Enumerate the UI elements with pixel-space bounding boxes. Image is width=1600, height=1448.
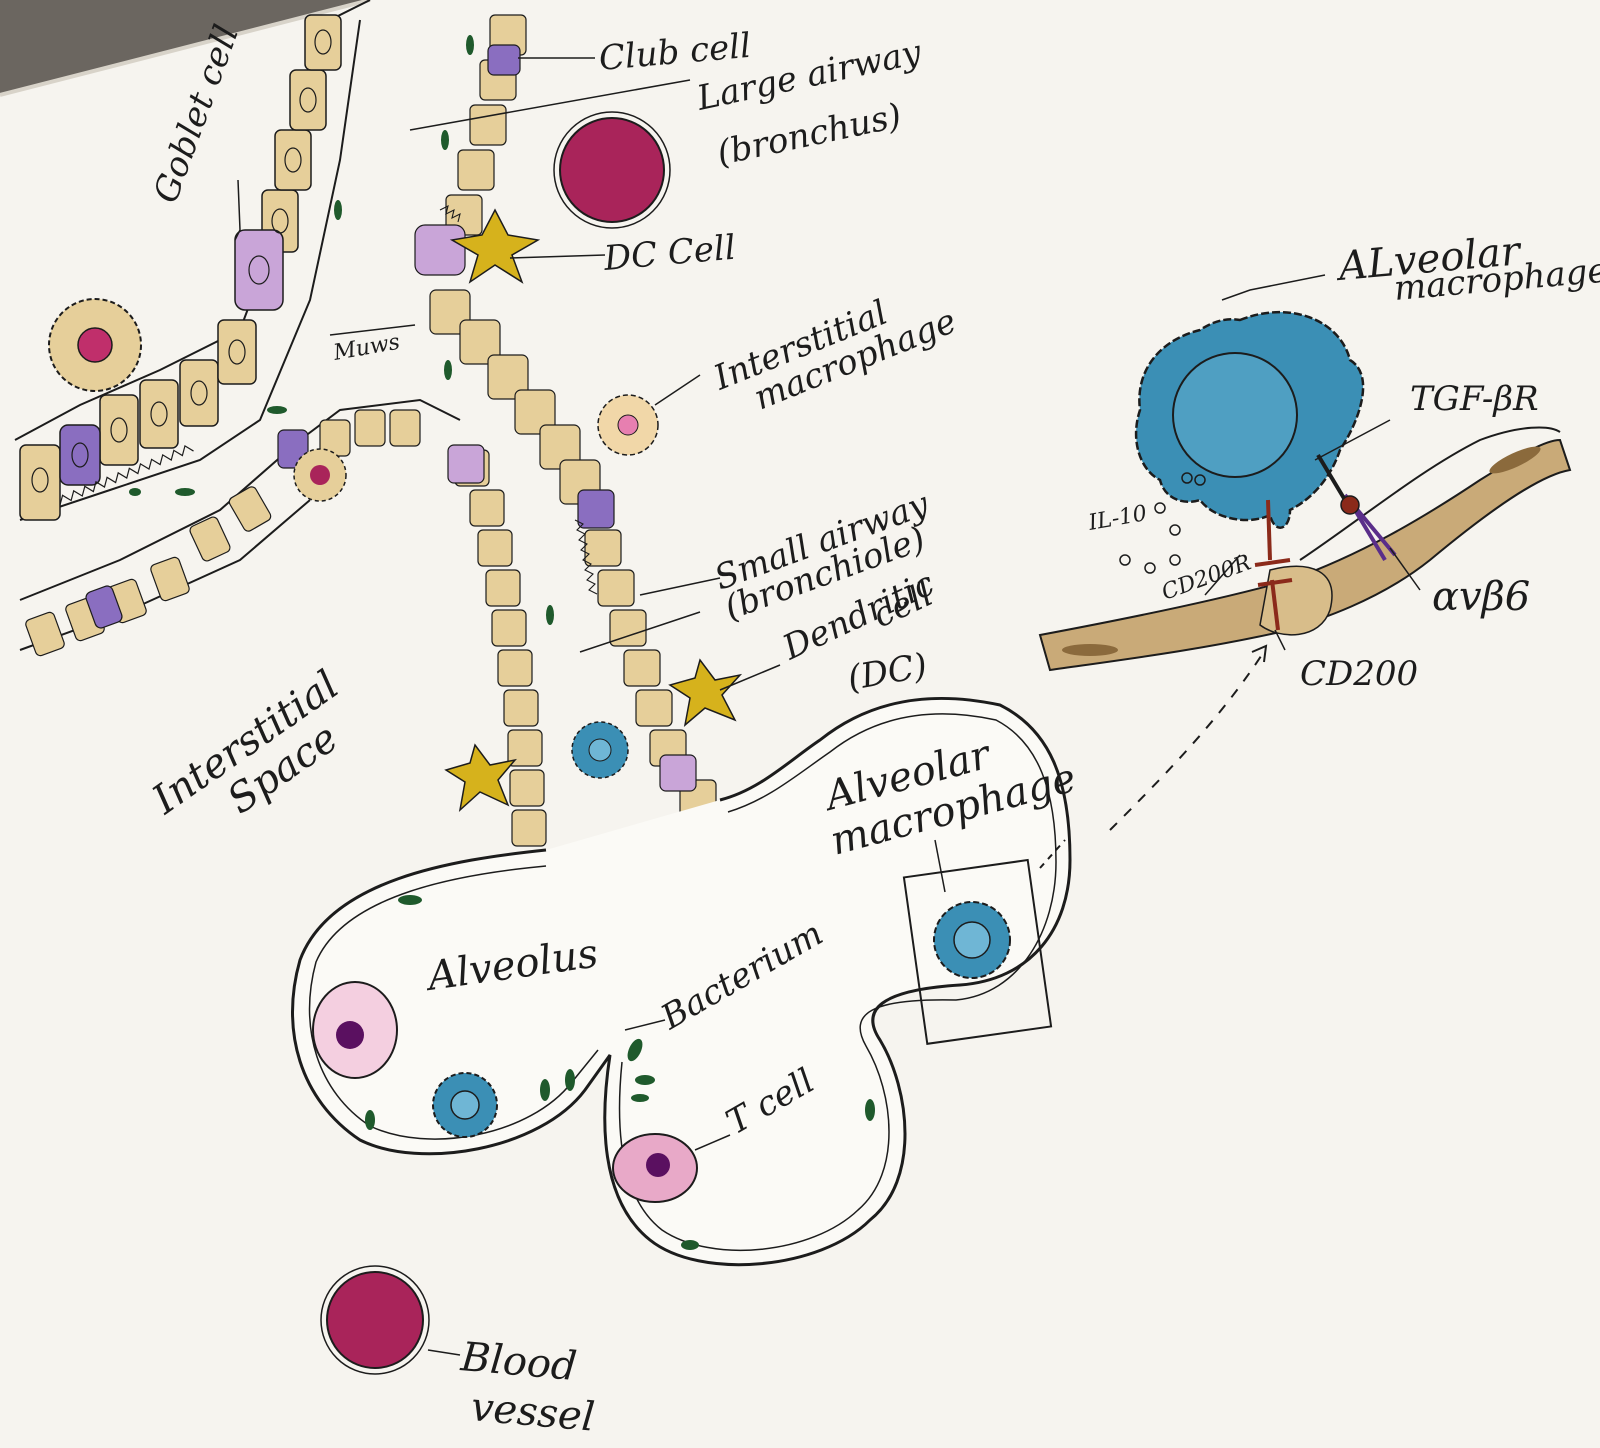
alveolar-macrophage-box: [902, 858, 1053, 1045]
interstitial-macrophage: [597, 394, 659, 456]
alveolus-wall-inner: [308, 865, 599, 1140]
interstitial-blue-cell: [571, 721, 629, 779]
label-tgf-beta-r: TGF-βR: [1410, 379, 1539, 419]
bronchus-wall-lower: [19, 19, 361, 521]
alveolus: [291, 696, 1072, 1267]
airway-macrophage-left: [48, 298, 142, 392]
alveolus-wall-inner-right: [618, 713, 1057, 1252]
large-airway-bronchus: [14, 0, 371, 521]
alveolar-type-cell: [312, 981, 398, 1079]
tgf-beta-receptor: [1316, 453, 1360, 515]
epithelial-nucleus: [1062, 644, 1118, 656]
blood-vessel: [320, 1265, 430, 1375]
zoom-dashed-line: [1109, 649, 1266, 831]
label-alpha-v-beta-6: αvβ6: [1432, 574, 1530, 620]
epithelial-band-upper: [1299, 426, 1561, 561]
label-cd200: CD200: [1300, 654, 1418, 694]
goblet-cell: [659, 754, 697, 792]
bacteria: [365, 895, 875, 1250]
goblet-cell: [414, 224, 466, 276]
epithelial-cell-outline: [1259, 565, 1333, 636]
label-blood-vessel-1: Blood: [458, 1334, 579, 1390]
zoom-arrowhead: [1251, 644, 1268, 663]
label-blood-vessel-2: vessel: [469, 1384, 596, 1441]
dc-cell-star: [449, 208, 541, 284]
interstitial-bacteria: [129, 35, 554, 625]
alveolar-macrophage-2: [432, 1072, 498, 1138]
leader-lines: [234, 57, 946, 1356]
bronchus-epithelium: [19, 14, 342, 521]
red-blood-cell-top: [553, 111, 671, 229]
club-cell: [487, 44, 521, 76]
intraepithelial-cell: [293, 448, 347, 502]
epithelial-nucleus-2: [1489, 446, 1541, 474]
inset-macrophage-nucleus: [1172, 352, 1298, 478]
small-airway-bronchiole: [19, 14, 717, 847]
inset-callouts: [1204, 274, 1421, 651]
dendritic-cell-right: [668, 658, 743, 727]
trunk-cilia: [439, 204, 598, 595]
goblet-cell: [234, 229, 284, 311]
club-cell: [85, 585, 123, 629]
cd200r-receptor: [1254, 499, 1293, 631]
club-cell: [59, 424, 101, 486]
t-cell: [612, 1133, 698, 1203]
inset-signaling: [1038, 274, 1572, 672]
goblet-cell: [447, 444, 485, 484]
il-10-droplets: [1119, 472, 1206, 574]
club-cell: [577, 489, 615, 529]
dendritic-cell-left: [444, 743, 517, 813]
alveolar-macrophage: [933, 901, 1011, 979]
bronchus-cilia: [59, 444, 194, 506]
